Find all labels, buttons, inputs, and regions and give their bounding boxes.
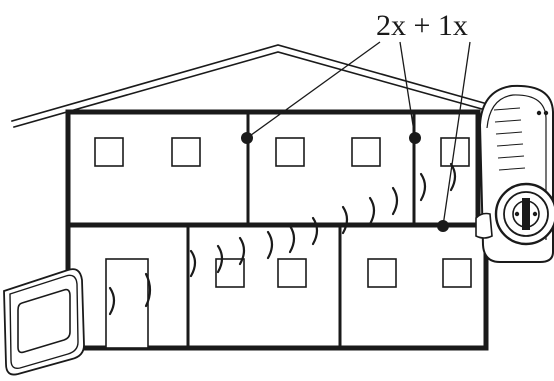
plug-receiver-icon xyxy=(475,84,554,263)
installation-point xyxy=(437,220,449,232)
wave-mark xyxy=(189,249,197,278)
wave-mark xyxy=(419,172,427,202)
roof-inner-line xyxy=(13,51,483,128)
wave-mark xyxy=(266,230,274,260)
radio-waves xyxy=(108,162,457,316)
upper-floor xyxy=(65,109,481,228)
window xyxy=(275,137,305,167)
wave-mark xyxy=(341,205,349,235)
leader-lines xyxy=(246,41,471,227)
leader-line xyxy=(246,41,381,139)
window xyxy=(94,137,124,167)
leader-line xyxy=(442,41,471,227)
window xyxy=(277,258,307,288)
window xyxy=(367,258,397,288)
window xyxy=(351,137,381,167)
wave-mark xyxy=(288,224,296,254)
window xyxy=(442,258,472,288)
lower-floor xyxy=(65,222,489,351)
roof xyxy=(11,44,485,128)
installation-point xyxy=(409,132,421,144)
installation-points xyxy=(241,132,449,232)
wave-mark xyxy=(311,216,319,246)
upper-floor-walls xyxy=(65,109,481,228)
wave-mark xyxy=(216,244,224,274)
device-count-label: 2x + 1x xyxy=(376,9,468,42)
wave-mark xyxy=(391,186,399,216)
wave-mark xyxy=(238,236,246,266)
wave-mark xyxy=(144,272,152,308)
leader-line xyxy=(399,41,416,139)
roof-outer-line xyxy=(11,44,485,122)
wave-mark xyxy=(368,196,376,226)
door xyxy=(105,258,149,349)
window xyxy=(171,137,201,167)
wall-switch-icon xyxy=(3,268,85,376)
installation-point xyxy=(241,132,253,144)
wave-mark xyxy=(108,286,116,316)
